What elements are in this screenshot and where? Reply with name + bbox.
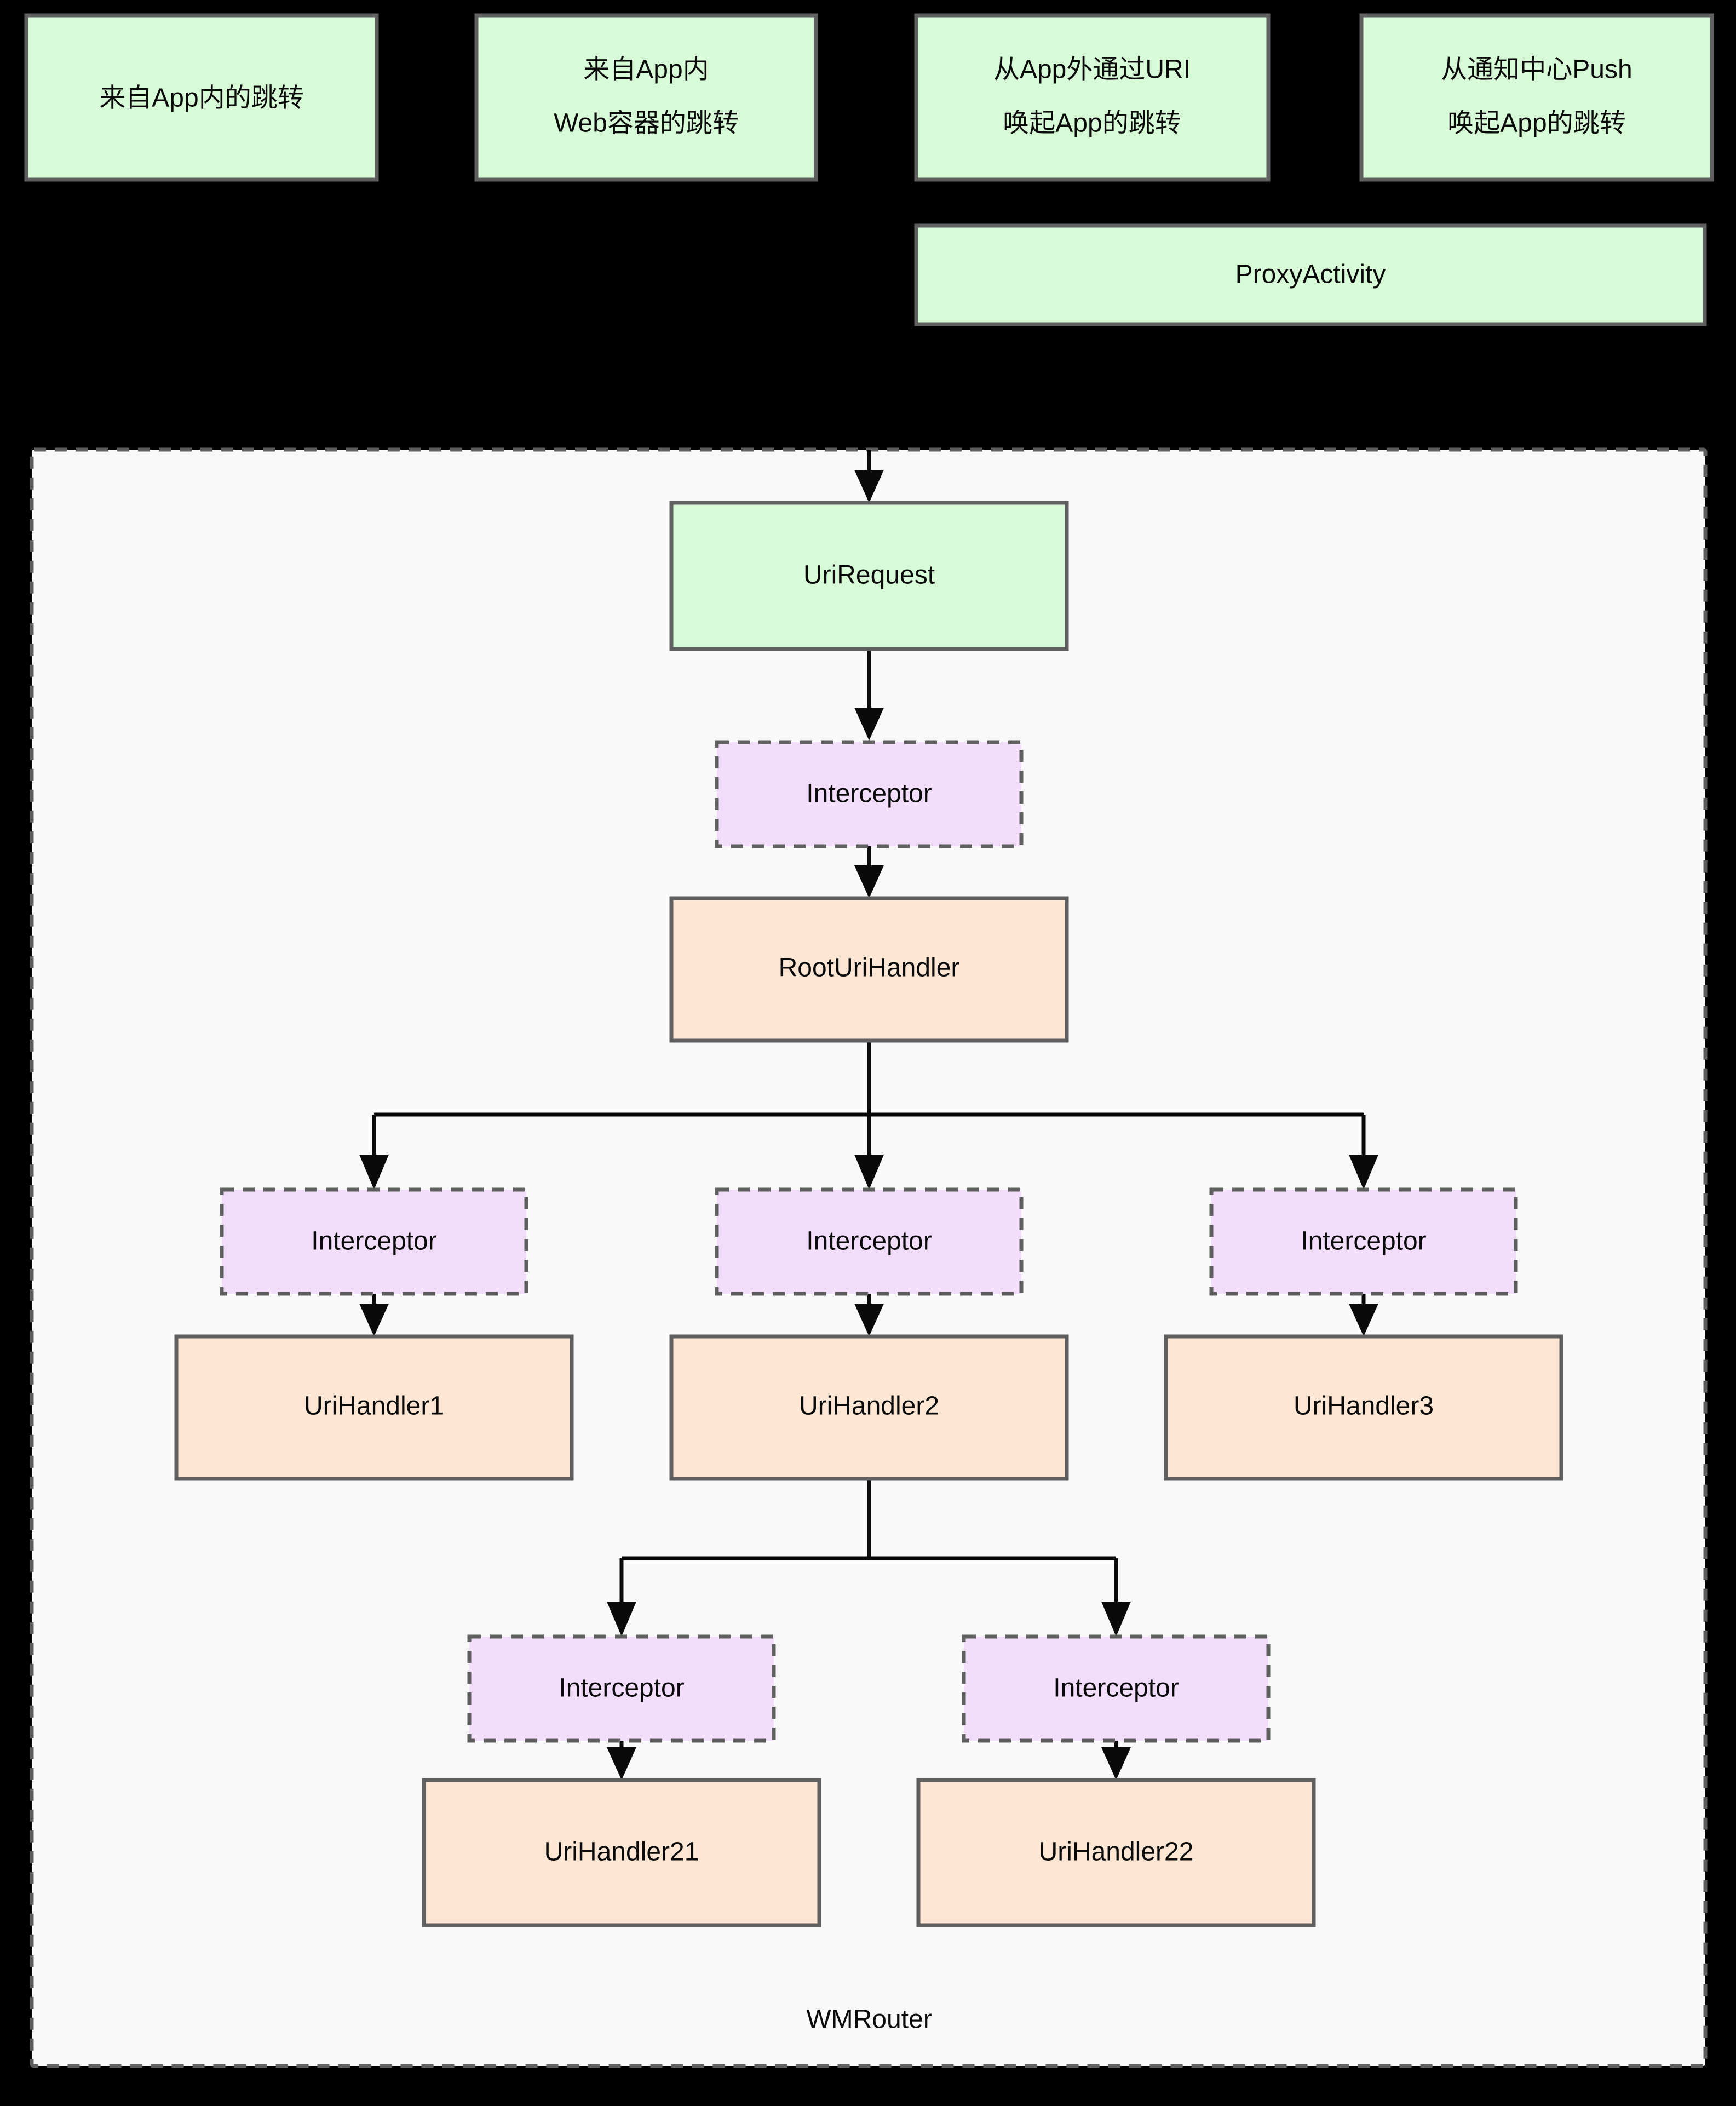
edge-entry-web-to-uri-request (644, 181, 871, 482)
uri-handler-21-label: UriHandler21 (544, 1838, 699, 1867)
arrowhead-uri-handler-21 (607, 1747, 636, 1780)
interceptor-21-label: Interceptor (559, 1674, 684, 1703)
arrowhead-interceptor-3 (1349, 1155, 1378, 1190)
arrowhead-uri-request (854, 470, 884, 503)
uri-handler-3-label: UriHandler3 (1294, 1392, 1434, 1421)
root-uri-handler-node[interactable]: RootUriHandler (669, 896, 1069, 1043)
arrowhead-interceptor-21 (607, 1602, 636, 1637)
entry-point-in-app[interactable]: 来自App内的跳转 (24, 13, 379, 182)
interceptor-3-label: Interceptor (1301, 1227, 1426, 1256)
uri-handler-22-label: UriHandler22 (1039, 1838, 1194, 1867)
uri-request-box[interactable] (669, 501, 1069, 651)
uri-handler-2-box[interactable] (669, 1334, 1069, 1481)
interceptor-3-node[interactable]: Interceptor (1209, 1187, 1518, 1296)
uri-handler-3-node[interactable]: UriHandler3 (1164, 1334, 1563, 1481)
uri-handler-22-box[interactable] (916, 1778, 1316, 1927)
root-interceptor-node[interactable]: Interceptor (715, 740, 1024, 848)
entry-external-uri-label-line2: 唤起App的跳转 (1003, 109, 1181, 138)
root-uri-handler-box[interactable] (669, 896, 1069, 1043)
arrowhead-interceptor-1 (359, 1155, 389, 1190)
uri-handler-1-label: UriHandler1 (304, 1392, 444, 1421)
uri-handler-2-label: UriHandler2 (799, 1392, 939, 1421)
interceptor-3-box[interactable] (1209, 1187, 1518, 1296)
root-interceptor-box[interactable] (715, 740, 1024, 848)
interceptor-2-label: Interceptor (806, 1227, 932, 1256)
uri-handler-21-box[interactable] (422, 1778, 821, 1927)
entry-push-label-line1: 从通知中心Push (1441, 55, 1632, 84)
entry-push-box[interactable] (1359, 13, 1714, 182)
entry-point-external-uri[interactable]: 从App外通过URI 唤起App的跳转 (914, 13, 1271, 182)
edges-inside-container (359, 450, 1378, 1780)
arrowhead-uri-handler-2 (854, 1304, 884, 1336)
arrowhead-interceptor-2 (854, 1155, 884, 1190)
uri-request-node[interactable]: UriRequest (669, 501, 1069, 651)
interceptor-22-box[interactable] (962, 1634, 1271, 1743)
wmrouter-container-label: WMRouter (806, 2005, 932, 2034)
entry-web-container-label-line2: Web容器的跳转 (554, 109, 739, 138)
uri-handler-2-node[interactable]: UriHandler2 (669, 1334, 1069, 1481)
entry-external-uri-box[interactable] (914, 13, 1271, 182)
entry-point-push[interactable]: 从通知中心Push 唤起App的跳转 (1359, 13, 1714, 182)
interceptor-1-node[interactable]: Interceptor (220, 1187, 528, 1296)
interceptor-21-node[interactable]: Interceptor (467, 1634, 776, 1743)
uri-request-label: UriRequest (803, 561, 935, 590)
entry-web-container-box[interactable] (474, 13, 818, 182)
uri-handler-22-node[interactable]: UriHandler22 (916, 1778, 1316, 1927)
root-uri-handler-label: RootUriHandler (779, 954, 960, 983)
uri-handler-1-box[interactable] (174, 1334, 574, 1481)
interceptor-1-label: Interceptor (311, 1227, 436, 1256)
interceptor-21-box[interactable] (467, 1634, 776, 1743)
interceptor-2-node[interactable]: Interceptor (715, 1187, 1024, 1296)
entry-in-app-box[interactable] (24, 13, 379, 182)
entry-push-label-line2: 唤起App的跳转 (1447, 109, 1625, 138)
arrowhead-uri-handler-1 (359, 1304, 389, 1336)
entry-in-app-label: 来自App内的跳转 (99, 84, 303, 113)
interceptor-22-node[interactable]: Interceptor (962, 1634, 1271, 1743)
entry-external-uri-label-line1: 从App外通过URI (993, 55, 1191, 84)
arrowhead-root-uri-handler (854, 865, 884, 898)
arrowhead-root-interceptor (854, 708, 884, 741)
root-interceptor-label: Interceptor (806, 779, 932, 808)
arrowhead-uri-handler-3 (1349, 1304, 1378, 1336)
edge-entry-in-app-to-uri-request (199, 181, 871, 482)
arrowhead-uri-handler-22 (1101, 1747, 1131, 1780)
arrowhead-interceptor-22 (1101, 1602, 1131, 1637)
uri-handler-3-box[interactable] (1164, 1334, 1563, 1481)
edge-entry-external-uri-to-proxy (1089, 181, 1313, 226)
entry-web-container-label-line1: 来自App内 (583, 55, 709, 84)
proxy-activity-label: ProxyActivity (1235, 260, 1386, 289)
uri-handler-21-node[interactable]: UriHandler21 (422, 1778, 821, 1927)
interceptor-1-box[interactable] (220, 1187, 528, 1296)
proxy-activity-box[interactable] (914, 223, 1707, 326)
interceptor-22-label: Interceptor (1053, 1674, 1179, 1703)
entry-point-web-container[interactable]: 来自App内 Web容器的跳转 (474, 13, 818, 182)
edge-entry-push-to-proxy (1308, 181, 1538, 226)
proxy-activity-node[interactable]: ProxyActivity (914, 223, 1707, 326)
uri-handler-1-node[interactable]: UriHandler1 (174, 1334, 574, 1481)
interceptor-2-box[interactable] (715, 1187, 1024, 1296)
